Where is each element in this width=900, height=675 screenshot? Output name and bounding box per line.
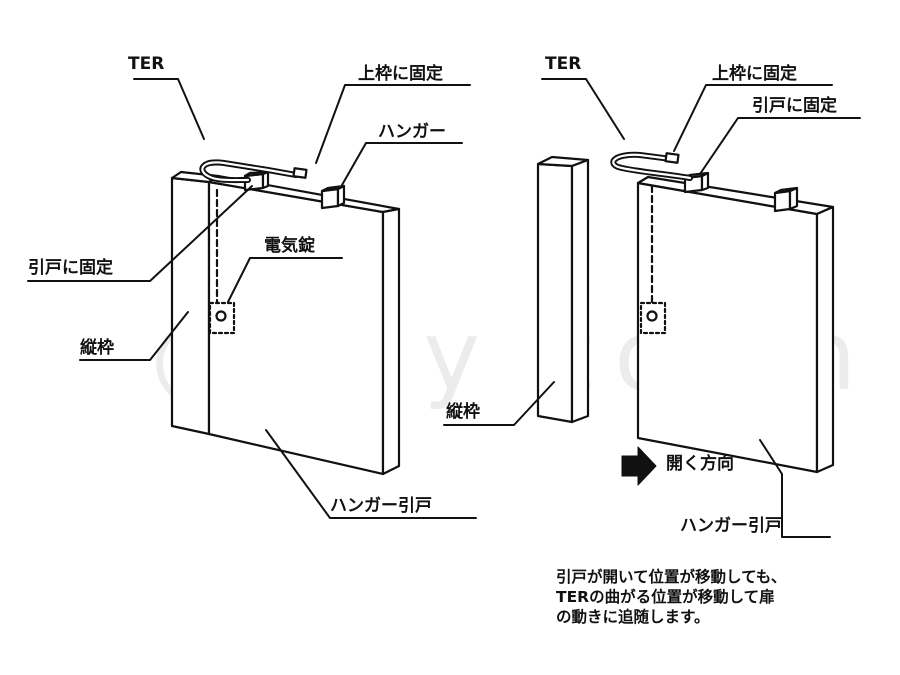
left-sliding-door [207, 174, 401, 476]
left-door-leader [265, 429, 477, 519]
left-top-frame-leader [315, 84, 471, 164]
left-hanger [320, 184, 346, 210]
left-hanger-leader [341, 142, 463, 186]
right-ter-connector [664, 152, 680, 164]
right-door-leader [759, 439, 831, 538]
left-electric-lock-label: 電気錠 [264, 236, 315, 256]
left-sliding-door-label: ハンガー引戸 [330, 496, 432, 516]
right-hanger [773, 186, 799, 213]
left-hanger-label: ハンガー [378, 122, 446, 142]
explanation-note: 引戸が開いて位置が移動しても、 TERの曲がる位置が移動して扉 の動きに追随しま… [556, 567, 876, 627]
left-frame-leader [79, 311, 189, 361]
right-top-frame-fix-label: 上枠に固定 [712, 64, 797, 84]
right-sliding-door-label: ハンガー引戸 [680, 516, 782, 536]
note-line: 引戸が開いて位置が移動しても、 [556, 568, 787, 586]
right-top-frame-leader [673, 84, 833, 152]
right-frame-leader [443, 381, 555, 426]
left-ter-cable [199, 159, 299, 184]
left-door-fix-label: 引戸に固定 [28, 258, 113, 278]
left-ter-label: TER [128, 54, 165, 74]
right-door-fix-label: 引戸に固定 [752, 96, 837, 116]
right-electric-lock [639, 184, 667, 335]
right-ter-label: TER [545, 54, 582, 74]
right-sliding-door [636, 175, 835, 474]
right-door-fix-leader [699, 117, 861, 175]
left-ter-connector [292, 167, 308, 179]
left-ter-leader [133, 78, 205, 140]
right-vertical-frame [536, 155, 590, 424]
left-vertical-frame-label: 縦枠 [80, 338, 114, 358]
right-vertical-frame-label: 縦枠 [446, 402, 480, 422]
note-line: の動きに追随します。 [556, 608, 710, 626]
right-arrow-icon [621, 446, 657, 486]
note-line: TERの曲がる位置が移動して扉 [556, 588, 775, 606]
left-lock-leader [227, 257, 343, 303]
left-electric-lock [208, 188, 236, 335]
opening-direction-label: 開く方向 [666, 454, 734, 474]
right-ter-leader [541, 78, 625, 140]
left-top-frame-fix-label: 上枠に固定 [358, 64, 443, 84]
left-door-fix-leader [27, 185, 253, 282]
